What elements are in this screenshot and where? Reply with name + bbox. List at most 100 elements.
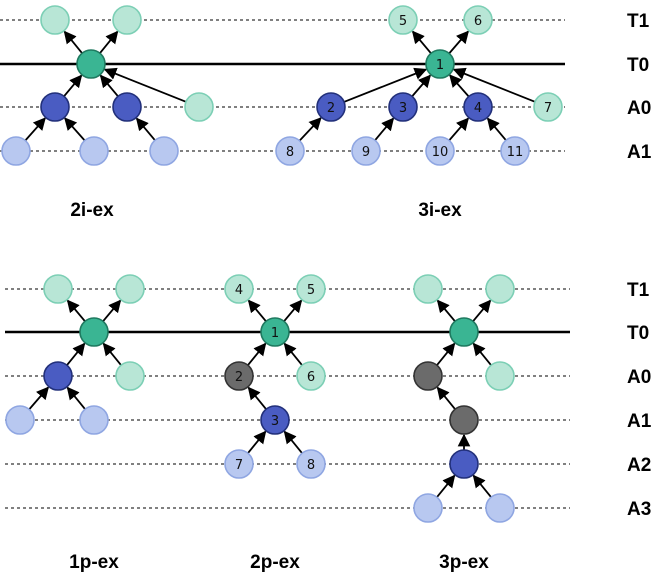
node-number-label: 2 bbox=[327, 101, 335, 116]
node-a1 bbox=[79, 405, 109, 435]
edge-arrow bbox=[436, 386, 456, 410]
node-number-label: 4 bbox=[235, 283, 243, 298]
edge-arrow bbox=[99, 74, 119, 97]
edge-arrow bbox=[66, 299, 86, 322]
node-t1 bbox=[40, 5, 70, 35]
node-t1 bbox=[296, 361, 326, 391]
node-t0 bbox=[449, 317, 479, 347]
node-t1 bbox=[413, 274, 443, 304]
node-g bbox=[413, 361, 443, 391]
edge-arrow bbox=[343, 67, 428, 103]
edge-arrow bbox=[283, 299, 303, 322]
node-t1 bbox=[43, 274, 73, 304]
node-g bbox=[224, 361, 254, 391]
node-number-label: 8 bbox=[286, 145, 294, 160]
edge-arrow bbox=[448, 117, 470, 141]
node-a1 bbox=[413, 493, 443, 523]
caption-1p-ex: 1p-ex bbox=[69, 552, 119, 573]
node-t1 bbox=[115, 274, 145, 304]
edge-arrow bbox=[63, 30, 83, 54]
node-number-label: 1 bbox=[436, 58, 444, 73]
node-a0 bbox=[43, 361, 73, 391]
node-number-label: 8 bbox=[307, 458, 315, 473]
edge-arrow bbox=[66, 386, 86, 410]
node-a0 bbox=[449, 449, 479, 479]
node-a0 bbox=[112, 92, 142, 122]
row-label-top-a0: A0 bbox=[627, 98, 651, 119]
edge-arrow bbox=[436, 342, 456, 366]
row-label-bottom-t0: T0 bbox=[627, 323, 649, 344]
edge-arrow bbox=[64, 117, 86, 142]
node-a1 bbox=[425, 136, 455, 166]
node-a1 bbox=[79, 136, 109, 166]
node-a1 bbox=[485, 493, 515, 523]
node-number-label: 2 bbox=[235, 370, 243, 385]
edge-arrow bbox=[449, 74, 470, 98]
node-a1 bbox=[296, 449, 326, 479]
edge-arrow bbox=[448, 30, 470, 54]
edge-arrow bbox=[472, 299, 492, 322]
node-t1 bbox=[184, 92, 214, 122]
row-label-bottom-a1: A1 bbox=[627, 411, 652, 432]
edge-arrow bbox=[102, 342, 122, 366]
edge-arrow bbox=[103, 67, 187, 103]
node-t1 bbox=[112, 5, 142, 35]
edge-arrow bbox=[135, 117, 156, 141]
node-a1 bbox=[351, 136, 381, 166]
edge-arrow bbox=[472, 474, 492, 498]
edge-arrow bbox=[452, 67, 536, 103]
edges bbox=[24, 30, 536, 498]
row-label-top-t0: T0 bbox=[627, 55, 649, 76]
node-a1 bbox=[275, 136, 305, 166]
node-number-label: 1 bbox=[271, 326, 279, 341]
edge-arrow bbox=[411, 74, 432, 97]
node-a0 bbox=[388, 92, 418, 122]
node-t0 bbox=[425, 49, 455, 79]
caption-2i-ex: 2i-ex bbox=[70, 200, 114, 221]
edge-arrow bbox=[247, 299, 267, 322]
row-label-top-t1: T1 bbox=[627, 11, 650, 32]
node-number-label: 11 bbox=[507, 145, 524, 160]
edge-arrow bbox=[247, 430, 267, 454]
row-label-bottom-a3: A3 bbox=[627, 499, 651, 520]
node-number-label: 5 bbox=[307, 283, 315, 298]
caption-3i-ex: 3i-ex bbox=[418, 200, 462, 221]
node-a1 bbox=[149, 136, 179, 166]
node-t0 bbox=[260, 317, 290, 347]
node-a0 bbox=[463, 92, 493, 122]
top-row-lines bbox=[0, 19, 565, 152]
node-number-label: 7 bbox=[544, 101, 552, 116]
edge-arrow bbox=[374, 117, 395, 141]
row-label-bottom-t1: T1 bbox=[627, 280, 650, 301]
edge-arrow bbox=[486, 117, 507, 141]
edge-arrow bbox=[247, 386, 267, 410]
node-g bbox=[449, 405, 479, 435]
node-a0 bbox=[40, 92, 70, 122]
node-a0 bbox=[260, 405, 290, 435]
node-t1 bbox=[485, 274, 515, 304]
row-label-bottom-a0: A0 bbox=[627, 367, 651, 388]
node-number-label: 5 bbox=[399, 14, 407, 29]
edge-arrow bbox=[283, 342, 303, 366]
edge-arrow bbox=[436, 299, 456, 322]
edge-arrow bbox=[24, 117, 46, 142]
node-t0 bbox=[76, 49, 106, 79]
caption-3p-ex: 3p-ex bbox=[439, 552, 489, 573]
edge-arrow bbox=[247, 342, 267, 366]
node-a1 bbox=[5, 405, 35, 435]
node-a1 bbox=[500, 136, 530, 166]
edge-arrow bbox=[472, 342, 492, 366]
node-a1 bbox=[224, 449, 254, 479]
node-t1 bbox=[296, 274, 326, 304]
edge-arrow bbox=[298, 117, 322, 142]
node-number-label: 9 bbox=[362, 145, 370, 160]
node-t1 bbox=[533, 92, 563, 122]
node-number-label: 7 bbox=[235, 458, 243, 473]
node-number-label: 4 bbox=[474, 101, 482, 116]
edge-arrow bbox=[283, 430, 303, 454]
node-t1 bbox=[485, 361, 515, 391]
node-number-label: 6 bbox=[474, 14, 482, 29]
row-label-bottom-a2: A2 bbox=[627, 455, 651, 476]
